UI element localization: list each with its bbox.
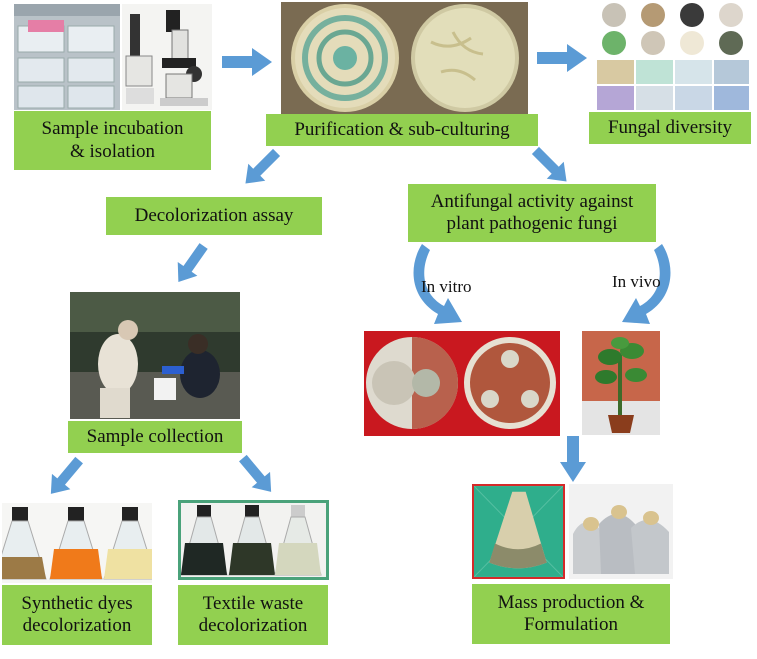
- node-textile-waste: Textile waste decolorization: [178, 585, 328, 645]
- arrow-invivo-to-mass: [560, 436, 586, 482]
- node-sample-incubation: Sample incubation & isolation: [14, 111, 211, 170]
- in-vivo-plant-photo: [582, 331, 660, 435]
- node-mass-production: Mass production & Formulation: [472, 584, 670, 644]
- mass-production-bag-photo: [472, 484, 565, 579]
- arrow-decolorization-to-collection: [166, 240, 216, 288]
- petri-dishes-photo: [281, 2, 528, 114]
- arrow-in-vitro-curve: [404, 244, 468, 334]
- in-vivo-label: In vivo: [612, 272, 661, 291]
- node-antifungal-activity: Antifungal activity against plant pathog…: [408, 184, 656, 242]
- node-fungal-diversity: Fungal diversity: [589, 112, 751, 144]
- sample-collection-photo: [70, 292, 240, 419]
- node-purification: Purification & sub-culturing: [266, 114, 538, 146]
- arrow-purification-to-antifungal: [526, 142, 576, 190]
- arrow-collection-to-synthetic: [40, 452, 90, 502]
- node-sample-collection: Sample collection: [68, 421, 242, 453]
- in-vitro-plates-photo: [364, 331, 560, 436]
- arrow-purification-to-diversity: [537, 44, 587, 72]
- fungal-diversity-photo: [595, 2, 751, 112]
- arrow-in-vivo-curve: [616, 244, 680, 334]
- textile-waste-flasks-photo: [178, 500, 329, 580]
- arrow-purification-to-decolorization: [236, 144, 286, 192]
- synthetic-dye-flasks-photo: [2, 503, 152, 583]
- arrow-collection-to-textile: [232, 450, 282, 500]
- incubation-boxes-photo: [14, 4, 120, 110]
- arrow-incubation-to-purification: [222, 48, 272, 76]
- in-vitro-label: In vitro: [421, 277, 472, 296]
- microscope-photo: [122, 4, 212, 110]
- formulation-bags-photo: [569, 484, 673, 579]
- node-synthetic-dyes: Synthetic dyes decolorization: [2, 585, 152, 645]
- node-decolorization-assay: Decolorization assay: [106, 197, 322, 235]
